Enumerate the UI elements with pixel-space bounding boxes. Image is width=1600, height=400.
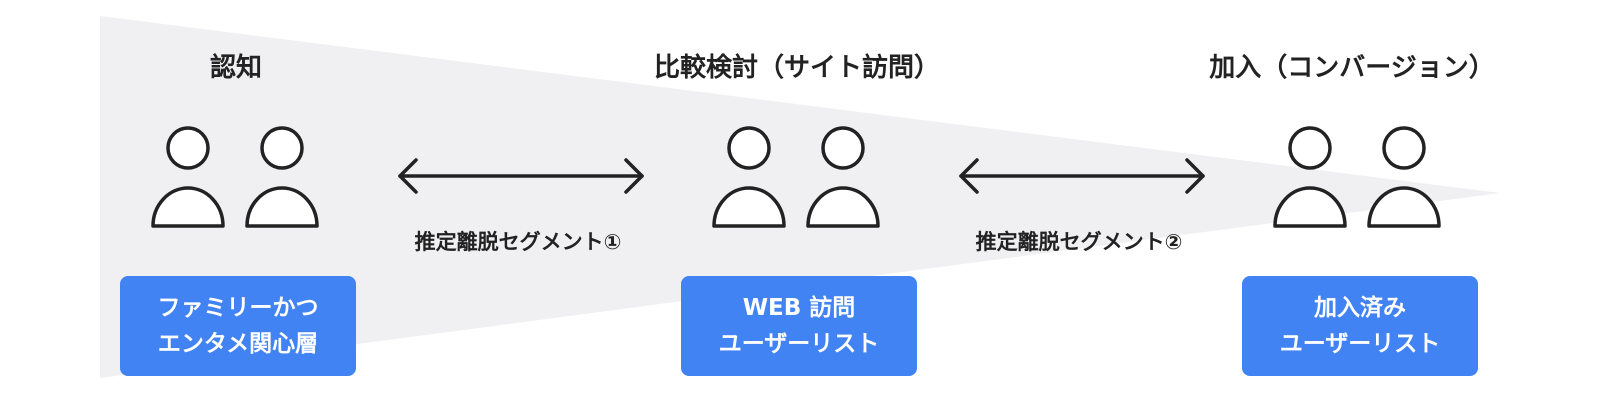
audience-badge-awareness: ファミリーかつ エンタメ関心層 — [120, 276, 356, 376]
audience-badge-conversion: 加入済み ユーザーリスト — [1242, 276, 1478, 376]
badge-line: ユーザーリスト — [1279, 331, 1441, 357]
stage-title-conversion: 加入（コンバージョン） — [1209, 53, 1495, 83]
badge-line: 加入済み — [1314, 295, 1406, 321]
badge-line: ファミリーかつ — [157, 295, 319, 321]
user-icon — [1367, 126, 1441, 228]
stage-title-awareness: 認知 — [209, 53, 263, 83]
segment-label-2: 推定離脱セグメント② — [975, 230, 1183, 254]
user-icon — [712, 126, 786, 228]
stage-title-consideration: 比較検討（サイト訪問） — [653, 53, 941, 83]
user-icon — [806, 126, 880, 228]
user-pair-conversion — [1273, 126, 1441, 228]
user-pair-awareness — [151, 126, 319, 228]
badge-line: WEB 訪問 — [742, 295, 856, 321]
funnel-polygon — [100, 16, 1500, 378]
badge-line: ユーザーリスト — [718, 331, 880, 357]
user-icon — [1273, 126, 1347, 228]
user-icon — [245, 126, 319, 228]
user-pair-consideration — [712, 126, 880, 228]
audience-badge-consideration: WEB 訪問 ユーザーリスト — [681, 276, 917, 376]
segment-label-1: 推定離脱セグメント① — [414, 230, 622, 254]
user-icon — [151, 126, 225, 228]
double-arrow-icon — [398, 158, 644, 194]
double-arrow-icon — [959, 158, 1205, 194]
badge-line: エンタメ関心層 — [157, 331, 319, 357]
